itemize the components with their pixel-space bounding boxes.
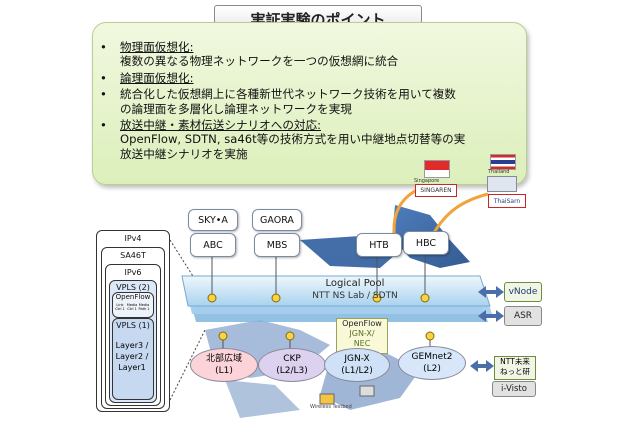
point-integration: • 統合化した仮想網上に各種新世代ネットワーク技術を用いて複数 の論理面を多層化…: [100, 87, 520, 116]
openflow-line: JGN-X/: [349, 329, 375, 338]
node-htb: HTB: [356, 233, 402, 257]
stack-label-openflow: OpenFlow: [115, 293, 151, 301]
point-heading: 論理面仮想化:: [120, 70, 194, 85]
stack-col: Media Ctrl 1: [126, 303, 138, 311]
router-icon: [487, 176, 517, 192]
ntt-lab-line: ねっと研: [500, 367, 530, 376]
stack-openflow: [112, 292, 154, 318]
stack-col: Media Path 1: [138, 303, 150, 311]
stack-label-ipv6: IPv6: [124, 268, 142, 277]
stack-layer: Layer2 /: [115, 352, 149, 361]
thailand-flag-icon: [490, 154, 516, 170]
ivisto-label: i-Visto: [492, 381, 536, 397]
stack-label-sa46t: SA46T: [120, 251, 146, 260]
point-broadcast: • 放送中継・素材伝送シナリオへの対応: OpenFlow, SDTN, sa4…: [100, 118, 520, 161]
point-heading: 放送中継・素材伝送シナリオへの対応:: [120, 118, 322, 133]
point-physical: • 物理面仮想化: 複数の異なる物理ネットワークを一つの仮想網に統合: [100, 40, 520, 69]
network-gemnet2: GEMnet2 (L2): [398, 346, 466, 380]
bullet-marker: •: [100, 87, 107, 102]
network-layer: (L1/L2): [341, 366, 373, 376]
network-ckp: CKP (L2/L3): [258, 348, 326, 382]
stack-label-ipv4: IPv4: [124, 234, 142, 243]
pool-subtitle: NTT NS Lab / SDTN: [312, 291, 398, 301]
pool-title: Logical Pool: [325, 278, 385, 289]
openflow-box: OpenFlow JGN-X/ NEC: [336, 318, 388, 354]
network-hokubu: 北部広域 (L1): [190, 348, 258, 382]
bullet-marker: •: [100, 70, 107, 85]
network-name: GEMnet2: [411, 352, 453, 362]
stack-layer: Layer1: [118, 363, 146, 372]
stack-layers: Layer3 / Layer2 / Layer1: [114, 336, 150, 392]
stack-label-vpls1: VPLS (1): [116, 321, 150, 330]
points-list: • 物理面仮想化: 複数の異なる物理ネットワークを一つの仮想網に統合 • 論理面…: [100, 40, 520, 163]
point-text: OpenFlow, SDTN, sa46t等の技術方式を用い中継地点切替等の実: [120, 132, 466, 147]
points-panel: [92, 22, 527, 185]
network-layer: (L2): [423, 364, 441, 374]
node-hbc: HBC: [403, 231, 449, 255]
stack-label-vpls2: VPLS (2): [116, 283, 150, 292]
point-text: 放送中継シナリオを実施: [120, 146, 248, 161]
point-text: 統合化した仮想網上に各種新世代ネットワーク技術を用いて複数: [120, 87, 456, 102]
network-name: 北部広域: [205, 354, 242, 364]
network-name: CKP: [283, 354, 301, 364]
network-jgn-x: JGN-X (L1/L2): [324, 348, 390, 382]
node-mbs: MBS: [254, 233, 300, 257]
asr-label: ASR: [504, 306, 542, 326]
singaren-logo: SINGAREN: [415, 184, 457, 197]
point-logical: • 論理面仮想化:: [100, 71, 520, 85]
thaisarn-logo: ThaiSarn: [488, 194, 526, 208]
node-abc: ABC: [190, 233, 236, 257]
stack-col: Link Ctrl 1: [115, 303, 125, 311]
stack-layer: Layer3 /: [115, 341, 149, 350]
network-name: JGN-X: [344, 354, 370, 364]
node-gaora: GAORA: [252, 209, 302, 231]
ntt-lab-line: NTT未来: [500, 357, 530, 366]
openflow-line: OpenFlow: [342, 319, 382, 328]
thailand-label: Thailand: [488, 169, 510, 175]
node-sky-a: SKY•A: [188, 209, 238, 231]
point-text: 複数の異なる物理ネットワークを一つの仮想網に統合: [120, 54, 399, 69]
bullet-marker: •: [100, 118, 107, 133]
wireless-testbed-label: Wireless Testbed: [310, 404, 352, 410]
point-text: の論理面を多層化し論理ネットワークを実現: [120, 101, 352, 116]
ntt-lab-box: NTT未来 ねっと研: [494, 356, 536, 380]
singapore-flag-icon-lower: [424, 170, 450, 178]
bullet-marker: •: [100, 40, 107, 54]
singapore-label: Singapore: [414, 178, 440, 184]
network-layer: (L1): [215, 366, 233, 376]
protocol-stack: IPv4 SA46T IPv6 VPLS (2) OpenFlow Link C…: [96, 230, 170, 412]
network-layer: (L2/L3): [276, 366, 308, 376]
openflow-line: NEC: [353, 339, 371, 348]
vnode-label: vNode: [504, 282, 542, 302]
point-heading: 物理面仮想化:: [120, 40, 194, 54]
